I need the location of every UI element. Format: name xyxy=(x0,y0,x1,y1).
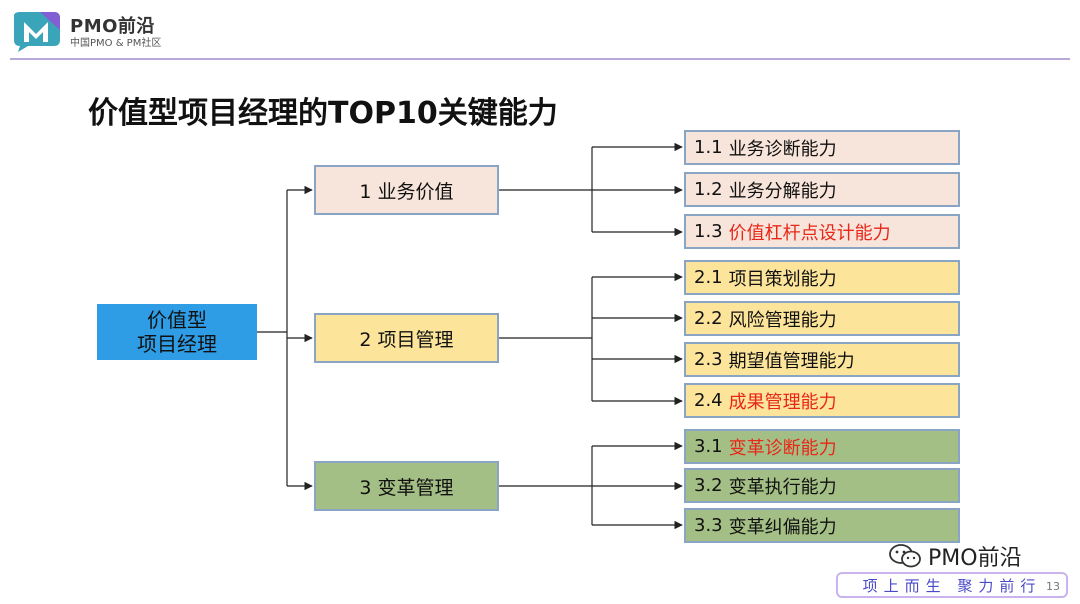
brand-name: PMO前沿 xyxy=(70,16,155,37)
brand-subtitle: 中国PMO & PM社区 xyxy=(70,38,162,49)
capability-text: 期望值管理能力 xyxy=(728,350,855,372)
branch-node-project-management: 2 项目管理 xyxy=(314,313,499,363)
branch-node-change-management: 3 变革管理 xyxy=(314,461,499,511)
capability-text: 项目策划能力 xyxy=(728,268,837,290)
capability-number: 3.3 xyxy=(694,515,723,536)
capability-text: 变革纠偏能力 xyxy=(728,516,837,538)
capability-number: 2.4 xyxy=(694,390,723,411)
branch-node-business-value: 1 业务价值 xyxy=(314,165,499,215)
page-number: 13 xyxy=(1046,580,1060,593)
capability-text: 变革执行能力 xyxy=(728,476,837,498)
wechat-watermark: PMO前沿 xyxy=(888,540,1022,572)
capability-text: 业务分解能力 xyxy=(728,180,837,202)
capability-number: 2.2 xyxy=(694,308,723,329)
capability-node: 3.2 变革执行能力 xyxy=(684,468,960,503)
capability-node: 1.2 业务分解能力 xyxy=(684,172,960,207)
capability-number: 1.3 xyxy=(694,221,723,242)
root-label-line2: 项目经理 xyxy=(137,332,217,356)
slide-title: 价值型项目经理的TOP10关键能力 xyxy=(88,96,558,131)
capability-node: 2.2 风险管理能力 xyxy=(684,301,960,336)
capability-number: 3.1 xyxy=(694,436,723,457)
capability-number: 1.1 xyxy=(694,137,723,158)
branch-label: 3 变革管理 xyxy=(359,476,454,499)
capability-node: 2.1 项目策划能力 xyxy=(684,260,960,295)
capability-text: 成果管理能力 xyxy=(728,391,837,413)
capability-node-highlighted: 1.3 价值杠杆点设计能力 xyxy=(684,214,960,249)
branch-label: 2 项目管理 xyxy=(359,328,454,351)
capability-node-highlighted: 2.4 成果管理能力 xyxy=(684,383,960,418)
header-divider xyxy=(10,58,1070,60)
root-node: 价值型 项目经理 xyxy=(97,304,257,360)
capability-text: 风险管理能力 xyxy=(728,309,837,331)
watermark-text: PMO前沿 xyxy=(928,546,1022,571)
capability-node: 2.3 期望值管理能力 xyxy=(684,342,960,377)
capability-text: 价值杠杆点设计能力 xyxy=(728,222,891,244)
capability-text: 变革诊断能力 xyxy=(728,437,837,459)
capability-number: 3.2 xyxy=(694,475,723,496)
slogan-banner: 项上而生 聚力前行 xyxy=(836,572,1068,598)
pmo-logo-icon xyxy=(14,12,60,52)
capability-node: 1.1 业务诊断能力 xyxy=(684,130,960,165)
capability-number: 2.3 xyxy=(694,349,723,370)
capability-text: 业务诊断能力 xyxy=(728,138,837,160)
branch-label: 1 业务价值 xyxy=(359,180,454,203)
root-label-line1: 价值型 xyxy=(147,308,207,332)
capability-node-highlighted: 3.1 变革诊断能力 xyxy=(684,429,960,464)
capability-number: 2.1 xyxy=(694,267,723,288)
capability-number: 1.2 xyxy=(694,179,723,200)
capability-node: 3.3 变革纠偏能力 xyxy=(684,508,960,543)
wechat-icon xyxy=(889,544,921,568)
